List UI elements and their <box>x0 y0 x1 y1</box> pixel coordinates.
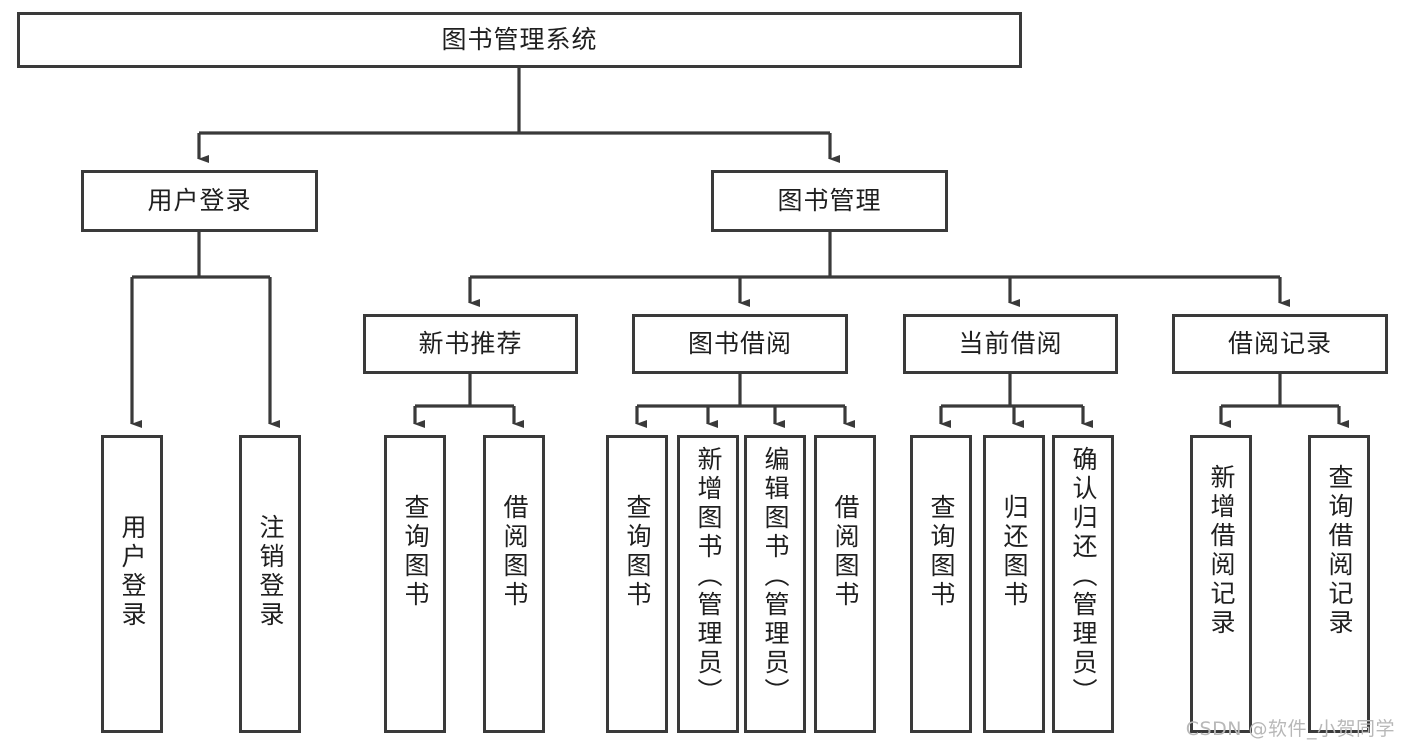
leaf-add-record[interactable]: 新增借阅记录 <box>1190 435 1252 733</box>
node-new-book-rec[interactable]: 新书推荐 <box>363 314 578 374</box>
leaf-user-login-label: 用户登录 <box>118 514 147 630</box>
leaf-query-book-2[interactable]: 查询图书 <box>606 435 668 733</box>
leaf-borrow-book-1[interactable]: 借阅图书 <box>483 435 545 733</box>
node-borrow-record-label: 借阅记录 <box>1227 328 1332 358</box>
leaf-borrow-book-1-label: 借阅图书 <box>500 494 529 610</box>
leaf-edit-book[interactable]: 编辑图书（管理员） <box>744 435 806 733</box>
leaf-query-record[interactable]: 查询借阅记录 <box>1308 435 1370 733</box>
node-user-login-label: 用户登录 <box>147 185 252 215</box>
node-book-borrow[interactable]: 图书借阅 <box>632 314 848 374</box>
node-current-borrow-label: 当前借阅 <box>958 328 1063 358</box>
leaf-logout-label: 注销登录 <box>256 514 285 630</box>
node-book-manage[interactable]: 图书管理 <box>711 170 948 232</box>
leaf-return-book[interactable]: 归还图书 <box>983 435 1045 733</box>
leaf-query-book-3[interactable]: 查询图书 <box>910 435 972 733</box>
node-borrow-record[interactable]: 借阅记录 <box>1172 314 1388 374</box>
node-book-borrow-label: 图书借阅 <box>687 328 792 358</box>
leaf-query-book-1[interactable]: 查询图书 <box>384 435 446 733</box>
leaf-add-book-label: 新增图书（管理员） <box>694 446 723 707</box>
leaf-add-book[interactable]: 新增图书（管理员） <box>677 435 739 733</box>
leaf-add-record-label: 新增借阅记录 <box>1207 464 1236 638</box>
watermark: CSDN @软件_小贺同学 <box>1185 718 1395 740</box>
node-root[interactable]: 图书管理系统 <box>17 12 1022 68</box>
leaf-query-book-3-label: 查询图书 <box>927 494 956 610</box>
node-user-login[interactable]: 用户登录 <box>81 170 318 232</box>
node-current-borrow[interactable]: 当前借阅 <box>903 314 1118 374</box>
leaf-confirm-return[interactable]: 确认归还（管理员） <box>1052 435 1114 733</box>
leaf-return-book-label: 归还图书 <box>1000 494 1029 610</box>
leaf-query-book-2-label: 查询图书 <box>623 494 652 610</box>
leaf-borrow-book-2[interactable]: 借阅图书 <box>814 435 876 733</box>
node-book-manage-label: 图书管理 <box>777 185 882 215</box>
leaf-confirm-return-label: 确认归还（管理员） <box>1069 446 1098 707</box>
leaf-logout[interactable]: 注销登录 <box>239 435 301 733</box>
leaf-query-book-1-label: 查询图书 <box>401 494 430 610</box>
node-root-label: 图书管理系统 <box>441 24 598 54</box>
leaf-borrow-book-2-label: 借阅图书 <box>831 494 860 610</box>
leaf-edit-book-label: 编辑图书（管理员） <box>761 446 790 707</box>
leaf-user-login[interactable]: 用户登录 <box>101 435 163 733</box>
node-new-book-rec-label: 新书推荐 <box>418 328 523 358</box>
leaf-query-record-label: 查询借阅记录 <box>1325 464 1354 638</box>
